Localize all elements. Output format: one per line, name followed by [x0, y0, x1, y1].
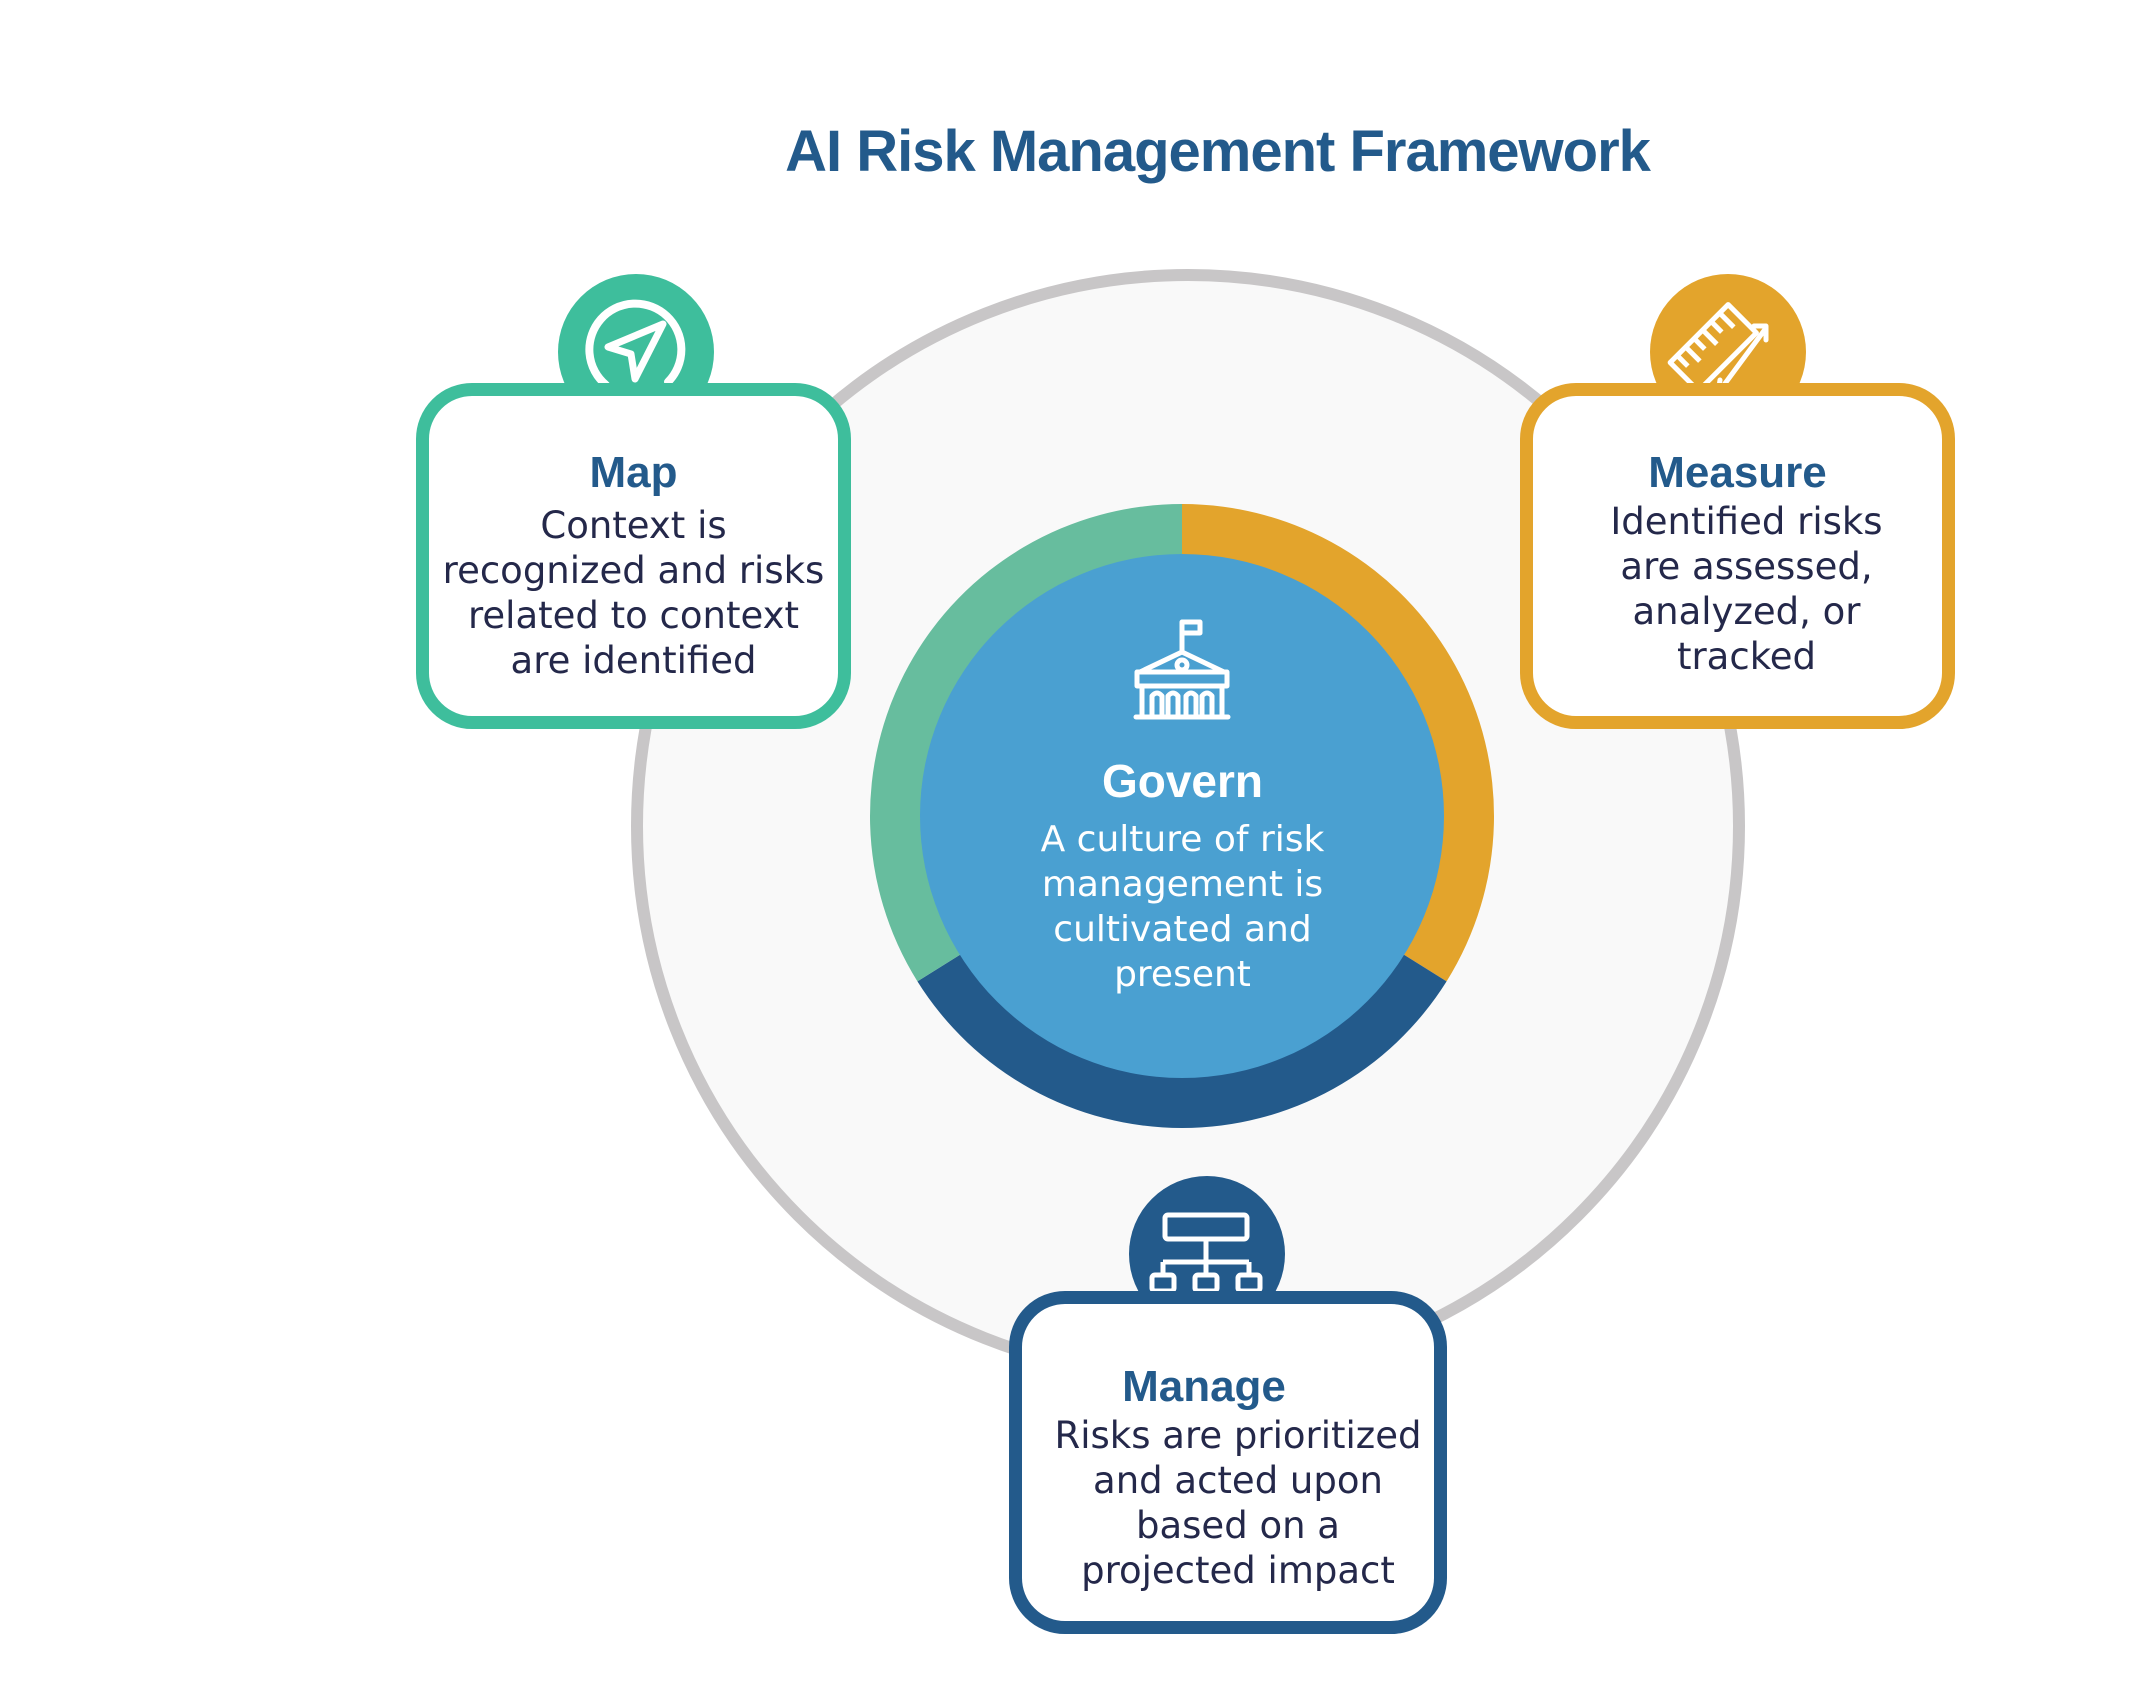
ruler-measure-icon — [1667, 302, 1759, 394]
govern-disc — [920, 554, 1444, 1078]
manage-desc-line: Risks are prioritized — [1054, 1414, 1422, 1457]
measure-card: Measure Identified risks are assessed, a… — [1520, 383, 1955, 729]
navigation-arrow-icon — [604, 320, 667, 383]
map-title: Map — [589, 448, 678, 497]
map-desc-line: Context is — [540, 504, 727, 547]
map-desc-line: are identified — [510, 639, 757, 682]
govern-ring — [869, 504, 1494, 1128]
manage-card: Manage Risks are prioritized and acted u… — [1009, 1291, 1447, 1634]
map-desc-line: recognized and risks — [442, 549, 825, 592]
govern-desc-line: management is — [1041, 864, 1324, 905]
measure-title: Measure — [1648, 448, 1827, 497]
map-desc-line: related to context — [468, 594, 799, 637]
measure-desc-line: Identified risks — [1610, 500, 1883, 543]
govern-desc-line: present — [1114, 954, 1251, 995]
hierarchy-chart-icon — [1149, 1212, 1263, 1294]
govern-title: Govern — [1101, 755, 1264, 807]
govern-center: Govern A culture of risk management is c… — [925, 745, 1440, 997]
manage-title: Manage — [1122, 1362, 1286, 1411]
map-card: Map Context is recognized and risks rela… — [416, 383, 851, 729]
manage-desc-line: projected impact — [1081, 1549, 1395, 1592]
manage-desc-line: and acted upon — [1093, 1459, 1383, 1502]
govern-ring-measure-segment — [1182, 504, 1494, 982]
measure-desc-line: are assessed, — [1620, 545, 1873, 588]
govern-desc-line: A culture of risk — [1040, 819, 1325, 860]
govern-ring-map-segment — [869, 504, 1182, 982]
measure-desc-line: analyzed, or — [1632, 590, 1861, 633]
school-building-icon — [1133, 619, 1231, 720]
manage-desc-line: based on a — [1136, 1504, 1340, 1547]
govern-desc-line: cultivated and — [1053, 909, 1312, 950]
govern-ring-manage-segment — [917, 952, 1447, 1128]
page-title: AI Risk Management Framework — [785, 119, 1651, 184]
measure-desc-line: tracked — [1676, 635, 1817, 678]
